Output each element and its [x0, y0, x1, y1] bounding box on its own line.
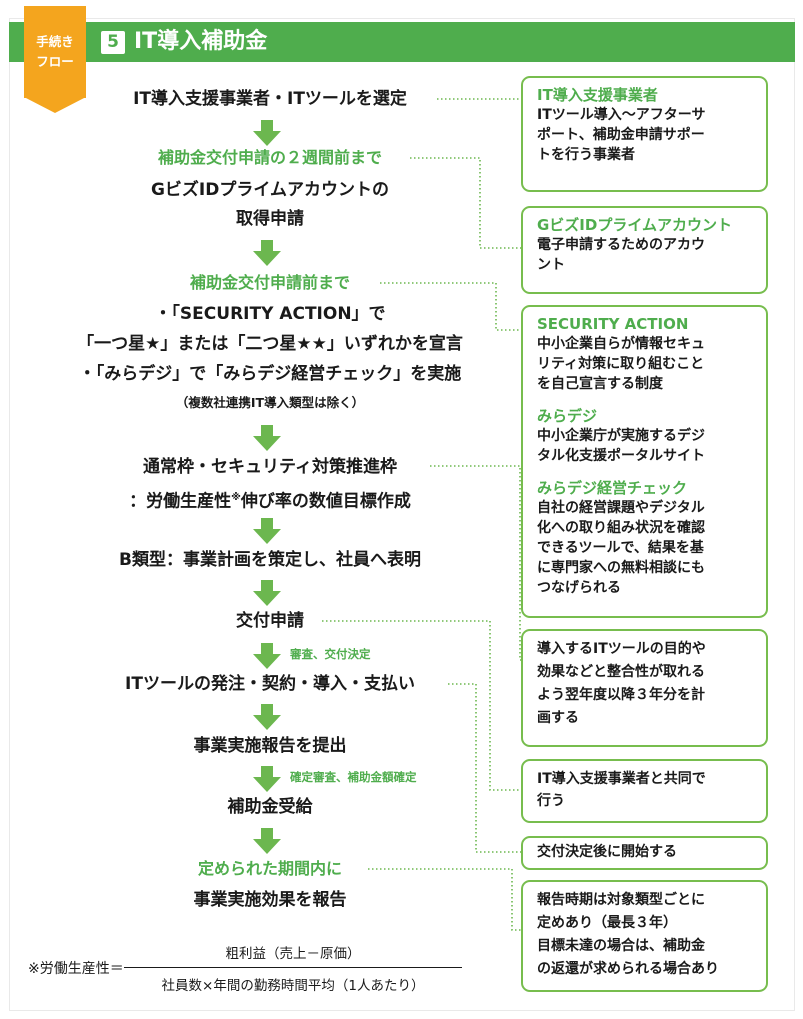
down-arrow-icon	[253, 240, 281, 266]
target-line2-a: ：労働生産性	[129, 491, 232, 512]
security-action-body: 中小企業自らが情報セキュ リティ対策に取り組むこと を自己宣言する制度	[537, 336, 705, 392]
target-line1-text: 通常枠・セキュリティ対策推進枠	[143, 457, 397, 477]
miradeji-body: 中小企業庁が実施するデジ タル化支援ポータルサイト	[537, 428, 705, 464]
side-box-gbiz: GビズIDプライムアカウント 電子申請するためのアカウ ント	[521, 206, 768, 294]
flow-deadline-before: 補助金交付申請前まで	[189, 273, 350, 292]
footnote-mark: ※	[231, 492, 241, 503]
flow-effect-report: 事業実施効果を報告	[193, 890, 347, 910]
vendor-title: IT導入支援事業者	[537, 86, 658, 104]
connector-plan	[430, 465, 521, 661]
flow-miradeji-line: ・「みらデジ」で「みらデジ経営チェック」を実施	[78, 364, 462, 384]
gbiz-body: 電子申請するためのアカウ ント	[537, 237, 705, 273]
start-body: 交付決定後に開始する	[537, 844, 677, 860]
down-arrow-icon	[253, 766, 281, 792]
flow-gbiz-line1: GビズIDプライムアカウントの	[150, 180, 390, 200]
report-body: 報告時期は対象類型ごとに 定めあり（最長３年） 目標未達の場合は、補助金 の返還…	[537, 892, 719, 977]
down-arrow-icon	[253, 643, 281, 669]
miradeji-check-body: 自社の経営課題やデジタル 化への取り組み状況を確認 できるツールで、結果を基 に…	[537, 500, 705, 596]
side-box-joint: IT導入支援事業者と共同で 行う	[521, 759, 768, 823]
flow-within-period: 定められた期間内に	[197, 859, 342, 878]
connector-gbiz	[410, 157, 521, 249]
down-arrow-icon	[253, 518, 281, 544]
side-box-vendor: IT導入支援事業者 ITツール導入～アフターサ ポート、補助金申請サポー トを行…	[521, 76, 768, 192]
flow-select-vendor: IT導入支援事業者・ITツールを選定	[133, 89, 407, 109]
step-number: 5	[101, 31, 125, 54]
security-action-title: SECURITY ACTION	[537, 315, 689, 333]
flow-deadline-two-weeks: 補助金交付申請の２週間前まで	[157, 148, 382, 167]
down-arrow-icon	[253, 828, 281, 854]
flow-grant-application: 交付申請	[236, 611, 304, 631]
fraction-line	[124, 967, 462, 968]
formula-prefix: ※労働生産性＝	[28, 961, 124, 977]
target-line2-b: 伸び率の数値目標作成	[240, 491, 411, 512]
flow-security-line2: 「一つ星★」または「二つ星★★」いずれかを宣言	[77, 334, 463, 354]
flow-receive-grant: 補助金受給	[227, 797, 313, 817]
flow-gbiz-line2: 取得申請	[236, 209, 304, 229]
down-arrow-icon	[253, 120, 281, 146]
side-box-plan: 導入するITツールの目的や 効果などと整合性が取れる よう翌年度以降３年分を計 …	[521, 629, 768, 747]
procedure-flow-badge: 手続き フロー	[24, 6, 86, 113]
productivity-formula: ※労働生産性＝ 粗利益（売上－原価） 社員数×年間の勤務時間平均（1人あたり）	[28, 938, 468, 998]
connector-report	[368, 868, 521, 931]
joint-body: IT導入支援事業者と共同で 行う	[537, 771, 706, 809]
flow-review-note: 審査、交付決定	[290, 647, 371, 661]
flow-exception-note: （複数社連携IT導入類型は除く）	[175, 395, 365, 410]
page-title: IT導入補助金	[134, 29, 268, 54]
flow-confirm-note: 確定審査、補助金額確定	[290, 770, 417, 784]
header-bar	[9, 22, 795, 62]
connector-start	[448, 683, 521, 853]
flow-order: ITツールの発注・契約・導入・支払い	[125, 674, 415, 694]
plan-body: 導入するITツールの目的や 効果などと整合性が取れる よう翌年度以降３年分を計 …	[537, 641, 706, 726]
side-box-report: 報告時期は対象類型ごとに 定めあり（最長３年） 目標未達の場合は、補助金 の返還…	[521, 880, 768, 992]
vendor-body: ITツール導入～アフターサ ポート、補助金申請サポー トを行う事業者	[537, 107, 706, 163]
badge-label: 手続き フロー	[36, 34, 74, 69]
gbiz-title: GビズIDプライムアカウント	[537, 216, 733, 234]
connector-joint	[322, 620, 521, 791]
miradeji-check-title: みらデジ経営チェック	[537, 479, 688, 497]
side-box-start: 交付決定後に開始する	[521, 836, 768, 870]
flow-target-line2: ：労働生産性※伸び率の数値目標作成	[70, 486, 470, 512]
down-arrow-icon	[253, 580, 281, 606]
miradeji-title: みらデジ	[537, 407, 598, 425]
formula-denominator: 社員数×年間の勤務時間平均（1人あたり）	[161, 978, 425, 994]
flow-security-line1: ・「SECURITY ACTION」で	[154, 304, 386, 324]
down-arrow-icon	[253, 425, 281, 451]
down-arrow-icon	[253, 704, 281, 730]
flow-submit-report: 事業実施報告を提出	[193, 736, 347, 756]
side-box-security: SECURITY ACTION 中小企業自らが情報セキュ リティ対策に取り組むこ…	[521, 305, 768, 618]
formula-numerator: 粗利益（売上－原価）	[225, 946, 361, 962]
flow-type-b-plan: B類型：事業計画を策定し、社員へ表明	[119, 550, 421, 570]
flow-target-line1: 通常枠・セキュリティ対策推進枠	[70, 455, 470, 479]
